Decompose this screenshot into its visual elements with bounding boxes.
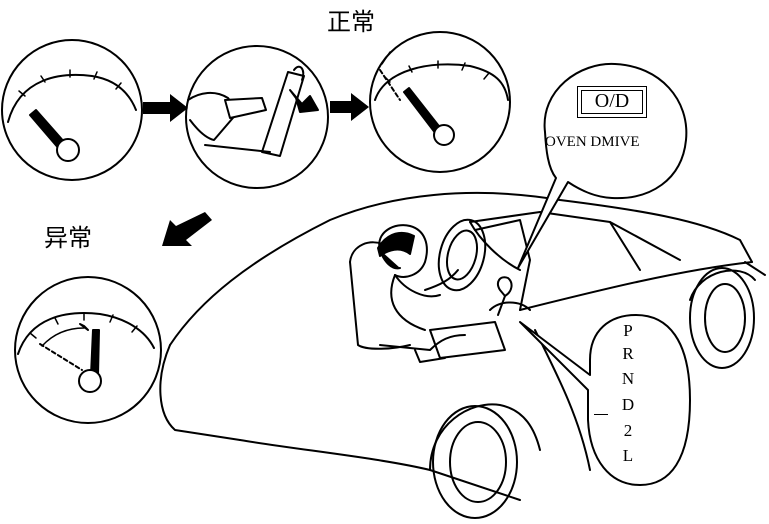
overdrive-button: O/D	[577, 86, 647, 118]
arrow-abnormal	[162, 212, 212, 246]
gear-d: D	[621, 395, 635, 414]
gauge-abnormal	[14, 276, 162, 424]
gear-n: N	[621, 369, 635, 388]
label-normal: 正常	[327, 8, 375, 36]
arrow-2	[330, 93, 369, 121]
car-illustration	[159, 191, 766, 519]
gear-p: P	[623, 321, 633, 340]
overdrive-caption: OVEN DMIVE	[545, 134, 640, 150]
arrow-1	[143, 94, 188, 122]
gear-2: 2	[623, 421, 633, 440]
gauge-normal-start	[1, 39, 143, 181]
gear-r: R	[622, 344, 634, 363]
gear-l: L	[622, 446, 634, 465]
label-abnormal: 异常	[44, 224, 92, 252]
gauge-normal-end	[369, 31, 511, 173]
overdrive-callout	[517, 62, 688, 269]
shifter-callout	[519, 314, 691, 486]
gear-position-indicator	[594, 414, 608, 415]
overdrive-button-label: O/D	[581, 90, 643, 114]
driver-illustration	[349, 218, 531, 363]
gauge-pedal	[185, 45, 329, 189]
